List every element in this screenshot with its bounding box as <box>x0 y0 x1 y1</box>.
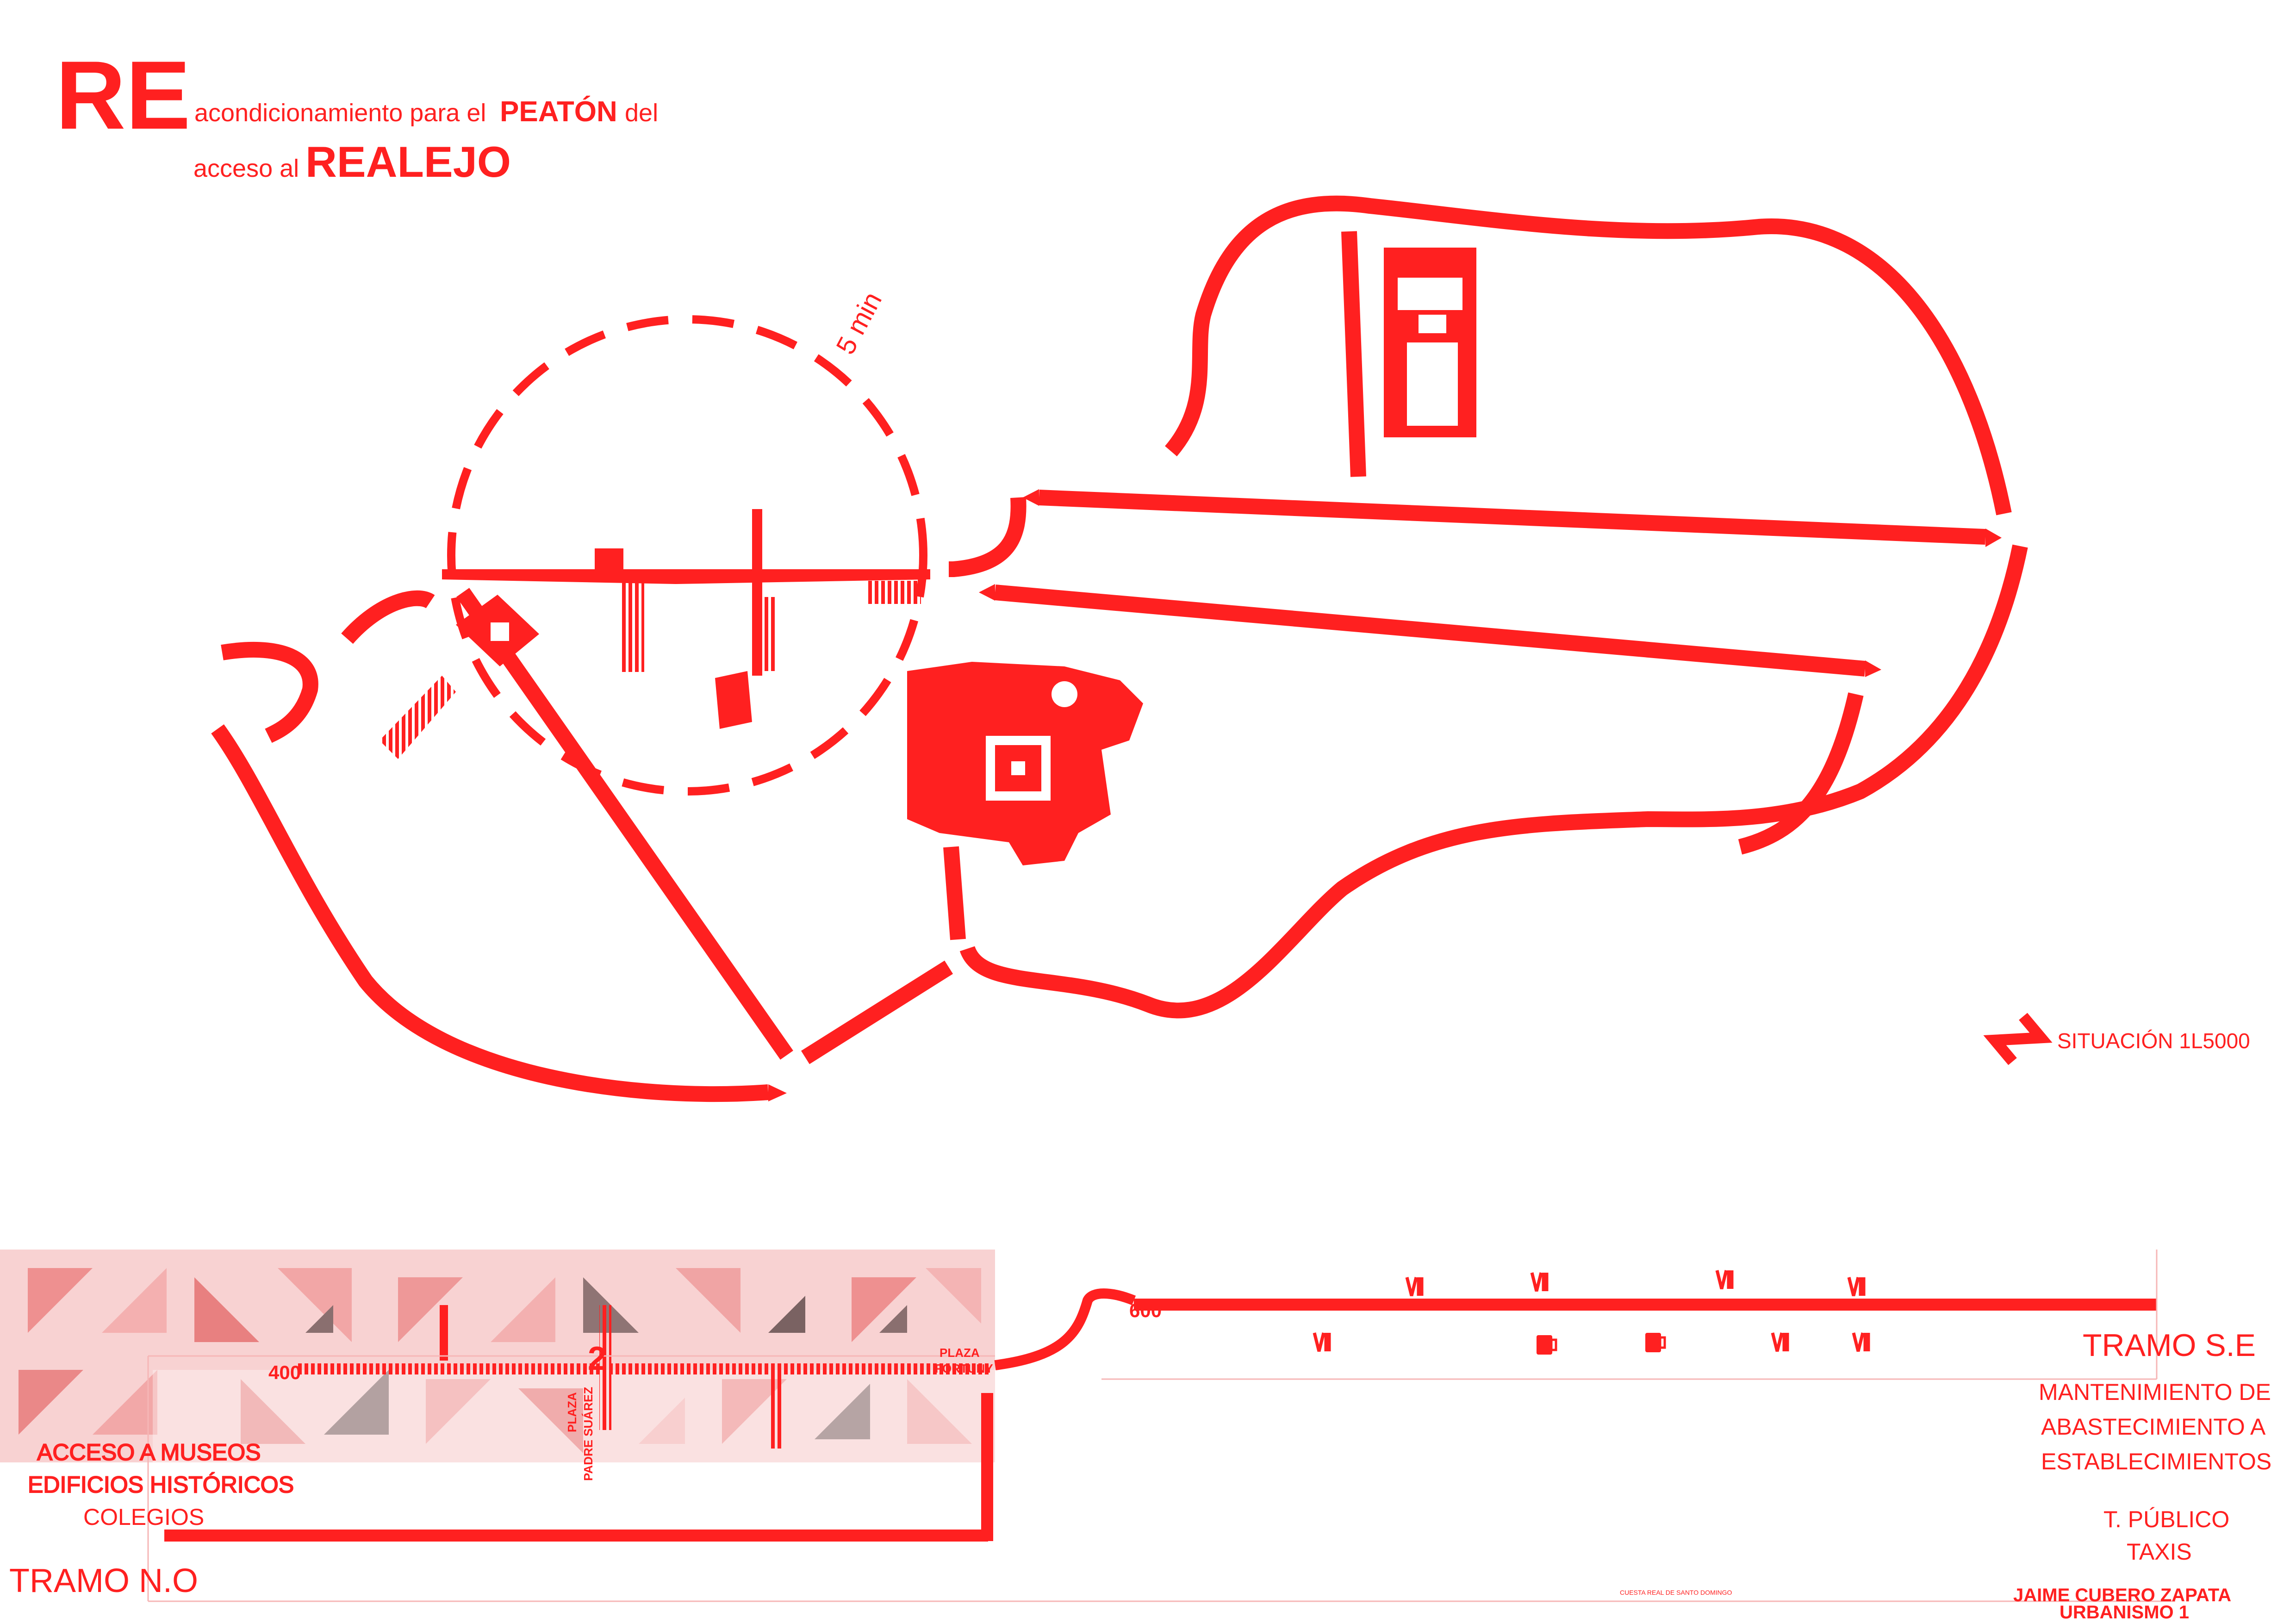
scale-label: SITUACIÓN 1L5000 <box>2057 1029 2250 1053</box>
plaza-fortuny-label-2: FORTUNY <box>935 1362 993 1375</box>
line-tramo-no <box>164 1530 988 1542</box>
street-north-blvd <box>1039 490 1986 545</box>
line-tramo-no-vertical <box>981 1393 993 1541</box>
title-line1-part2: del <box>625 99 658 127</box>
walk-radius-label: 5 min <box>830 287 888 359</box>
tramo-no-desc1: ACCESO A MUSEOS <box>37 1439 261 1465</box>
tramo-se-desc4: T. PÚBLICO <box>2103 1506 2229 1532</box>
tramo-no-text: ACCESO A MUSEOS EDIFICIOS HISTÓRICOS COL… <box>9 1439 294 1599</box>
strip-guides <box>147 1250 2175 1602</box>
marker-400: 400 <box>268 1362 301 1383</box>
author-block: JAIME CUBERO ZAPATA URBANISMO 1 <box>2013 1585 2231 1623</box>
building-inner-square <box>491 622 509 641</box>
connector-curve <box>994 1288 1136 1370</box>
line-tramo-se <box>1134 1299 2157 1311</box>
street-south-blvd <box>994 585 1866 677</box>
tramo-se-desc3: ESTABLECIMIENTOS <box>2041 1449 2271 1474</box>
author-course: URBANISMO 1 <box>2060 1602 2189 1623</box>
site-map <box>211 195 2028 1102</box>
building-block-5 <box>715 671 752 729</box>
marker-600: 600 <box>1129 1300 1162 1321</box>
tramo-no-title: TRAMO N.O <box>9 1562 198 1599</box>
author-name: JAIME CUBERO ZAPATA <box>2013 1585 2231 1605</box>
building-block-6 <box>868 581 921 604</box>
title-line1-bold: PEATÓN <box>500 96 617 128</box>
building-north-court2 <box>1407 342 1458 426</box>
building-block-1 <box>595 548 623 577</box>
building-church-apse <box>1052 681 1077 707</box>
building-diagonal-hatch <box>380 676 456 759</box>
street-vertical-south <box>943 846 966 940</box>
street-connector <box>946 497 1027 577</box>
title-re: RE <box>56 41 191 149</box>
street-west-curve <box>211 724 769 1102</box>
street-arrowheads <box>768 489 2002 1101</box>
sheet-title: RE acondicionamiento para el PEATÓN del … <box>56 41 658 186</box>
title-line2-part1: acceso al <box>193 155 299 182</box>
plaza-padre-suarez-label-1: PLAZA <box>565 1392 579 1432</box>
street-west-hook2 <box>341 590 435 644</box>
street-outer-loop <box>1164 195 2012 516</box>
plaza-padre-suarez-label-2: PADRE SUÁREZ <box>581 1387 595 1481</box>
building-north-court3 <box>1419 315 1446 333</box>
street-label: CUESTA REAL DE SANTO DOMINGO <box>1620 1589 1732 1596</box>
building-cloister-core <box>1011 761 1025 775</box>
axis-400 <box>296 1363 990 1374</box>
plaza-fortuny-label-1: PLAZA <box>940 1346 980 1360</box>
tramo-se-desc1: MANTENIMIENTO DE <box>2039 1379 2271 1405</box>
tramo-se-title: TRAMO S.E <box>2083 1328 2256 1363</box>
tramo-se-desc5: TAXIS <box>2127 1539 2192 1565</box>
street-inner-east <box>1738 692 1864 855</box>
strip-lines <box>164 1299 2157 1542</box>
tramo-no-desc2: EDIFICIOS HISTÓRICOS <box>28 1472 294 1498</box>
street-diagonal <box>456 588 793 1060</box>
marker-number-2: 2 <box>588 1340 606 1377</box>
restaurant-icon <box>1313 1270 1870 1352</box>
street-vertical-north <box>1341 231 1366 477</box>
walk-radius-circle <box>447 315 927 796</box>
street-axis-strip <box>442 569 930 584</box>
building-block-2 <box>620 579 644 672</box>
tramo-se-desc2: ABASTECIMIENTO A <box>2041 1414 2266 1440</box>
street-east-return <box>959 544 2028 1019</box>
street-west-hook <box>221 642 318 743</box>
north-arrow-icon <box>1983 1013 2053 1065</box>
building-north-court <box>1398 278 1462 310</box>
building-block-4 <box>759 597 778 671</box>
building-church-nave-gap <box>921 745 949 810</box>
tramo-se-text: TRAMO S.E MANTENIMIENTO DE ABASTECIMIENT… <box>2039 1328 2271 1565</box>
triangle-pattern <box>19 1268 981 1453</box>
beer-icon <box>1537 1333 1666 1355</box>
title-line1-part1: acondicionamiento para el <box>194 99 486 127</box>
tramo-no-desc3: COLEGIOS <box>83 1504 204 1530</box>
street-diag-south <box>801 960 953 1064</box>
map-buildings <box>380 248 1476 865</box>
title-line2-bold: REALEJO <box>305 137 511 186</box>
